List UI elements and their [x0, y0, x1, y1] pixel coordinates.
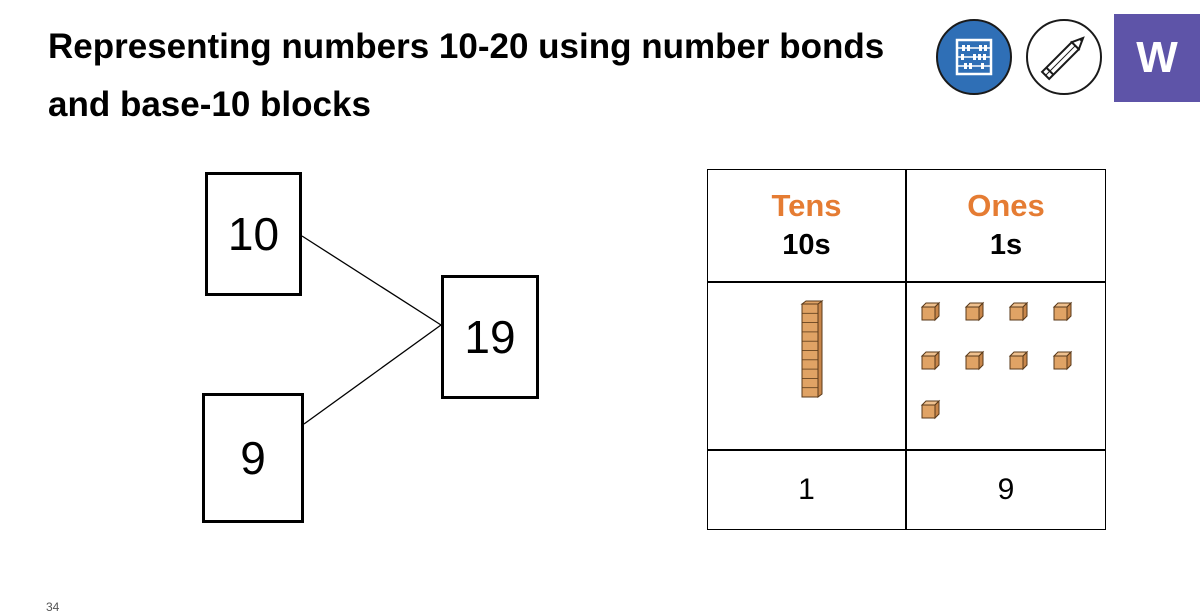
ten-rod [800, 300, 824, 398]
tens-column-header: Tens 10s [708, 170, 905, 281]
tens-value: 1 [798, 473, 815, 506]
ones-value: 9 [997, 473, 1015, 506]
w-logo-icon[interactable]: W [1114, 14, 1200, 102]
table-divider [708, 449, 1105, 451]
place-value-table: Tens 10s Ones 1s 1 9 [707, 169, 1106, 530]
table-divider [905, 170, 907, 529]
table-divider [708, 281, 1105, 283]
tens-label: Tens [771, 188, 842, 223]
ones-column-header: Ones 1s [907, 170, 1105, 281]
unit-cube [964, 301, 985, 322]
unit-cube [920, 301, 941, 322]
unit-cube [920, 350, 941, 371]
pencil-icon[interactable] [1025, 18, 1103, 96]
slide-title: Representing numbers 10-20 using number … [48, 27, 885, 124]
unit-cube [1052, 301, 1073, 322]
ones-unit: 1s [989, 229, 1023, 261]
page-number: 34 [46, 600, 60, 614]
w-logo-label: W [1136, 33, 1178, 82]
number-bond-part-tens: 10 [205, 172, 302, 296]
unit-cube [1008, 350, 1029, 371]
unit-cube [920, 399, 941, 420]
number-bond-whole: 19 [441, 275, 539, 399]
unit-cube [964, 350, 985, 371]
unit-cube [1008, 301, 1029, 322]
ones-label: Ones [967, 188, 1045, 223]
tens-unit: 10s [782, 229, 831, 261]
number-bond-part-ones: 9 [202, 393, 304, 523]
unit-cube [1052, 350, 1073, 371]
abacus-icon[interactable] [935, 18, 1013, 96]
